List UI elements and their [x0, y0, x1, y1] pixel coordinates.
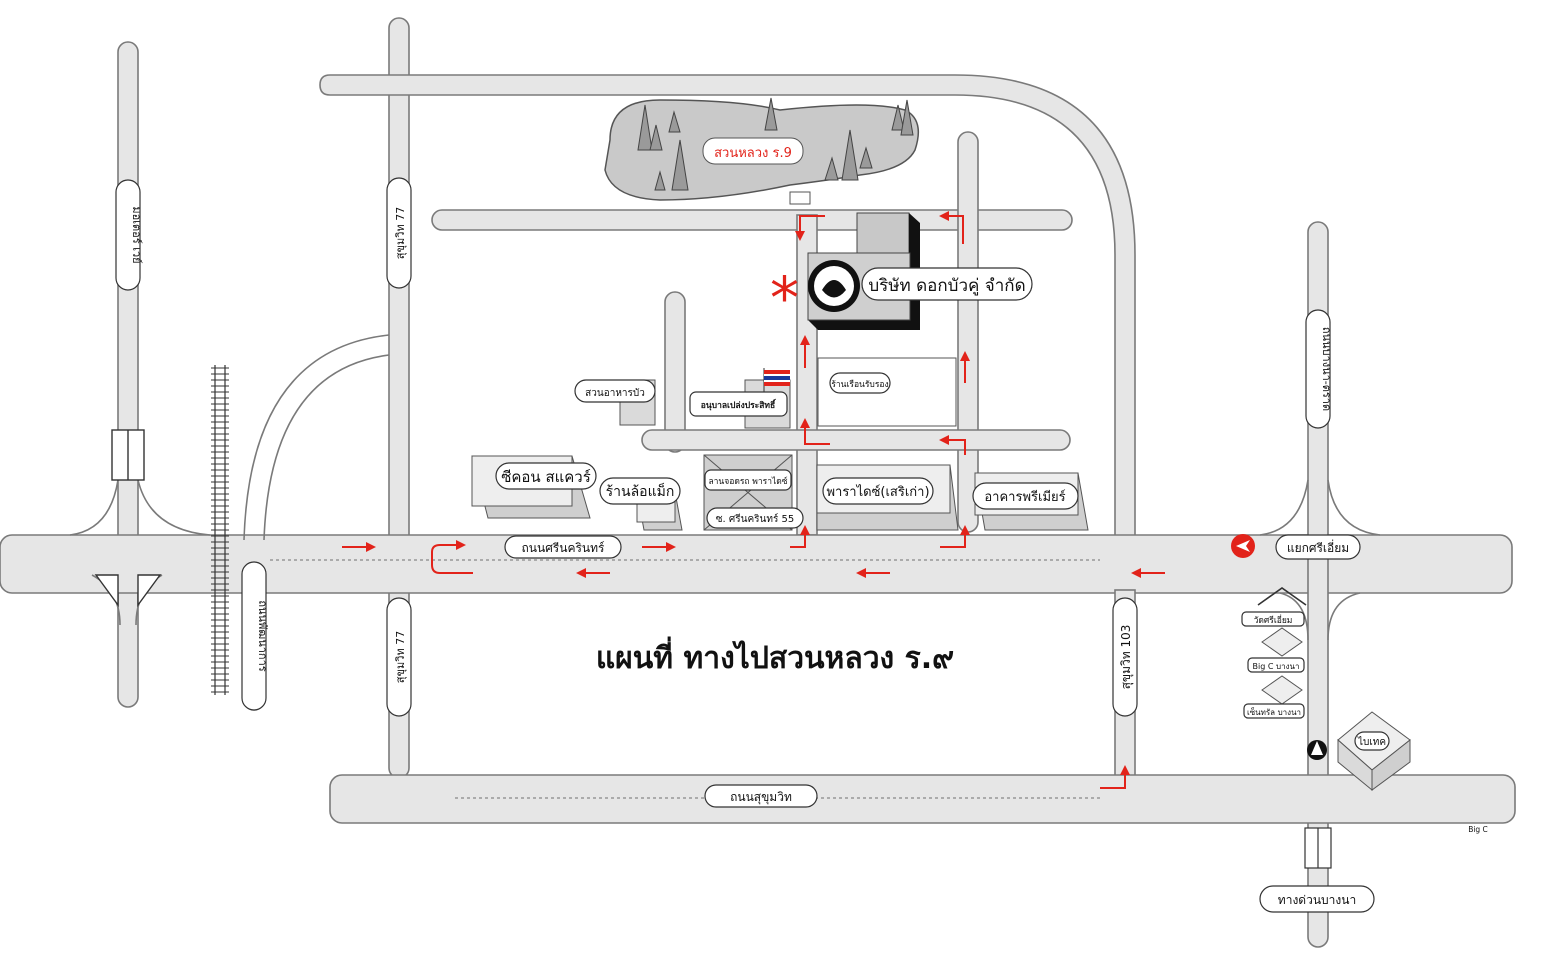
- tree-icon: [841, 129, 859, 181]
- interchange-triangle-left: [94, 574, 119, 608]
- curve-left-upper: [243, 334, 390, 541]
- motorway-label: มอเตอร์ เวย์: [130, 206, 143, 263]
- tree-icon: [764, 97, 778, 131]
- sukhumvit-road: [329, 774, 1516, 824]
- destination-star-icon: *: [770, 264, 799, 332]
- soi-srinakarin55-label: ซ. ศรีนครินทร์ 55: [716, 513, 794, 525]
- tree-icon: [654, 170, 666, 191]
- interchange-right-b: [1327, 479, 1381, 536]
- big-c-label: Big C: [1468, 825, 1488, 834]
- central-bangna-label: เซ็นทรัล บางนา: [1247, 707, 1301, 717]
- curve-left-upper-inner: [263, 354, 390, 541]
- srieam-label: แยกศรีเอี่ยม: [1287, 539, 1349, 555]
- paradise-label: พาราไดซ์(เสริเก่า): [826, 484, 929, 500]
- park-label: สวนหลวง ร.9: [714, 146, 792, 161]
- tree-icon: [824, 156, 839, 181]
- buildings: สวนอาหารบัว อนุบาลเปล่งประสิทธิ์ ร้านเรื…: [471, 357, 1488, 834]
- motorway-road: [117, 41, 139, 708]
- company-building: * บริษัท ดอกบัวคู่ จำกัด: [770, 212, 1033, 332]
- bitec-label: ไบเทค: [1357, 736, 1386, 748]
- sukhumvit77-bottom-label: สุขุมวิท 77: [394, 631, 407, 683]
- inner-road-right: [957, 131, 979, 533]
- interchange-right-c: [1279, 592, 1309, 641]
- suan-ahan-bua-label: สวนอาหารบัว: [585, 388, 645, 399]
- thai-flag-icon: [763, 368, 790, 392]
- railway-ties: [211, 367, 229, 693]
- inner-road-left: [664, 291, 686, 453]
- premier-label: อาคารพรีเมียร์: [984, 489, 1065, 505]
- lotus-logo-icon: [822, 280, 846, 298]
- bigc-bangna-label: Big C บางนา: [1253, 662, 1300, 671]
- tree-icon: [859, 146, 873, 169]
- tree-icon: [637, 104, 653, 151]
- lan-jod-label: ลานจอดรถ พาราไดซ์: [708, 476, 787, 487]
- company-name: บริษัท ดอกบัวคู่ จำกัด: [868, 276, 1025, 296]
- ran-lor-label: ร้านล้อแม็ก: [606, 482, 675, 500]
- sukhumvit103-label: สุขุมวิท 103: [1119, 625, 1134, 690]
- seacon-label: ซีคอน สแควร์: [501, 468, 591, 486]
- wat-srieam-label: วัดศรีเอี่ยม: [1254, 614, 1293, 626]
- inner-road-lower: [641, 429, 1071, 451]
- ran-ruan-label: ร้านเรือนรับรอง: [831, 379, 888, 390]
- srinakarin-road: [0, 534, 1513, 594]
- map-title: แผนที่ ทางไปสวนหลวง ร.๙: [596, 636, 954, 676]
- tollway-label: ทางด่วนบางนา: [1278, 893, 1356, 907]
- road-labels: มอเตอร์ เวย์ สุขุมวิท 77 สุขุมวิท 77 ถนน…: [115, 177, 1375, 913]
- bangna-trad-label: ถนนบางนา-ตราด: [1320, 327, 1333, 411]
- sukhumvit77-top-label: สุขุมวิท 77: [394, 207, 407, 259]
- interchange-left-a: [69, 479, 119, 536]
- temple-roof-icon: [1257, 587, 1307, 606]
- sukhumvit-label: ถนนสุขุมวิท: [730, 790, 792, 805]
- srinakarin-label: ถนนศรีนครินทร์: [522, 541, 606, 555]
- interchange-right-d: [1327, 592, 1361, 641]
- interchange-left-b: [137, 479, 211, 536]
- park-label-box: [702, 137, 804, 165]
- tree-icon: [649, 124, 663, 151]
- top-loop-road: [319, 74, 1136, 541]
- anuban-label: อนุบาลเปล่งประสิทธิ์: [701, 398, 777, 411]
- company-label-box: [861, 267, 1033, 301]
- tree-icon: [900, 99, 914, 136]
- pattanakarn-label: ถนนพัฒนาการ: [256, 600, 269, 671]
- tree-icon: [671, 139, 689, 191]
- park-area: สวนหลวง ร.9: [604, 97, 920, 205]
- tree-icon: [668, 110, 681, 133]
- route-arrows: [342, 211, 1165, 789]
- tree-icon: [891, 104, 905, 131]
- road-network: [0, 17, 1516, 948]
- interchange-right-a: [1259, 479, 1309, 536]
- interchange-triangle-right: [137, 574, 162, 608]
